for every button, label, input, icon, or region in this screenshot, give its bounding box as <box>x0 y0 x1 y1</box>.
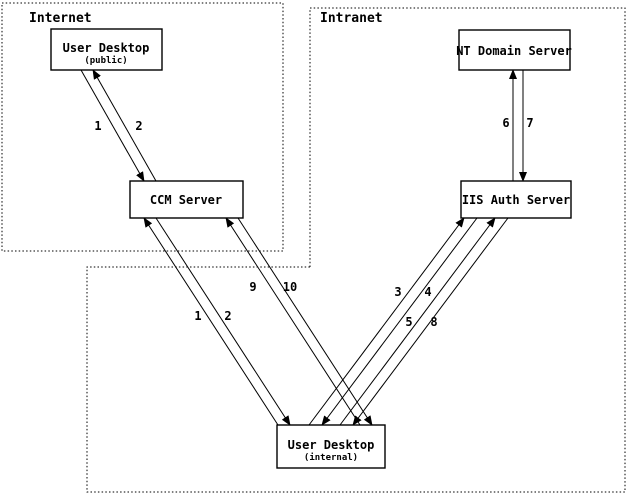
nt-domain-server-label: NT Domain Server <box>456 44 572 58</box>
node-user-desktop-internal: User Desktop (internal) <box>276 424 386 469</box>
edge-label-2-upper: 2 <box>135 119 142 133</box>
intranet-region-border <box>86 7 626 493</box>
edge-label-9: 9 <box>249 280 256 294</box>
edge-label-2-lower: 2 <box>224 309 231 323</box>
user-desktop-public-label: User Desktop <box>63 41 150 55</box>
edge-label-10: 10 <box>283 280 297 294</box>
edge-label-4: 4 <box>424 285 431 299</box>
edge-1-public-to-ccm <box>80 69 145 182</box>
ccm-server-box <box>129 180 244 219</box>
edge-4-iis-to-internal <box>321 217 478 426</box>
iis-auth-server-label: IIS Auth Server <box>462 193 570 207</box>
edge-label-7: 7 <box>526 116 533 130</box>
edge-label-1-upper: 1 <box>94 119 101 133</box>
edge-2-ccm-to-public <box>92 69 157 182</box>
intranet-region-label: Intranet <box>320 11 383 26</box>
user-desktop-internal-box <box>276 424 386 469</box>
ccm-server-label: CCM Server <box>150 193 222 207</box>
iis-auth-server-box <box>460 180 572 219</box>
edge-label-6: 6 <box>502 116 509 130</box>
user-desktop-public-sublabel: (public) <box>84 55 127 66</box>
node-ccm-server: CCM Server <box>129 180 244 219</box>
user-desktop-internal-label: User Desktop <box>288 438 375 452</box>
node-user-desktop-public: User Desktop (public) <box>50 28 163 71</box>
node-nt-domain-server: NT Domain Server <box>456 29 572 71</box>
edge-1-internal-to-ccm <box>143 217 279 426</box>
edge-8-iis-to-internal <box>352 217 509 426</box>
edge-3-internal-to-iis <box>308 217 465 426</box>
edge-label-8: 8 <box>430 315 437 329</box>
node-iis-auth-server: IIS Auth Server <box>460 180 572 219</box>
user-desktop-internal-sublabel: (internal) <box>304 452 358 463</box>
edge-9-internal-to-ccm <box>225 217 361 426</box>
edge-label-1-lower: 1 <box>194 309 201 323</box>
edge-10-ccm-to-internal <box>237 217 373 426</box>
nt-domain-server-box <box>458 29 571 71</box>
internet-region-label: Internet <box>29 11 92 26</box>
edge-label-3: 3 <box>394 285 401 299</box>
edge-label-5: 5 <box>405 315 412 329</box>
edge-2-ccm-to-internal <box>155 217 291 426</box>
edge-5-internal-to-iis <box>339 217 496 426</box>
user-desktop-public-box <box>50 28 163 71</box>
